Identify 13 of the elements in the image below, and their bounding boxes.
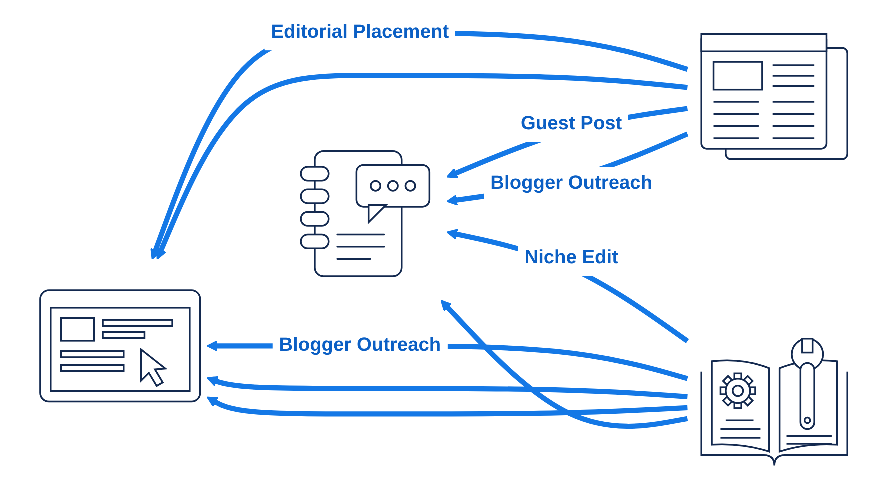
arrow xyxy=(150,30,688,260)
edge-label: Editorial Placement xyxy=(271,21,450,43)
arrow xyxy=(206,376,688,400)
arrow xyxy=(446,132,689,206)
edge-label: Blogger Outreach xyxy=(279,334,442,356)
arrow xyxy=(446,106,688,179)
edge-label: Niche Edit xyxy=(524,246,618,269)
arrow xyxy=(440,300,688,430)
edge-label: Guest Post xyxy=(521,112,622,135)
edge-label: Blogger Outreach xyxy=(490,172,653,194)
arrow xyxy=(156,73,688,260)
arrow xyxy=(206,396,688,417)
arrow xyxy=(446,228,690,344)
